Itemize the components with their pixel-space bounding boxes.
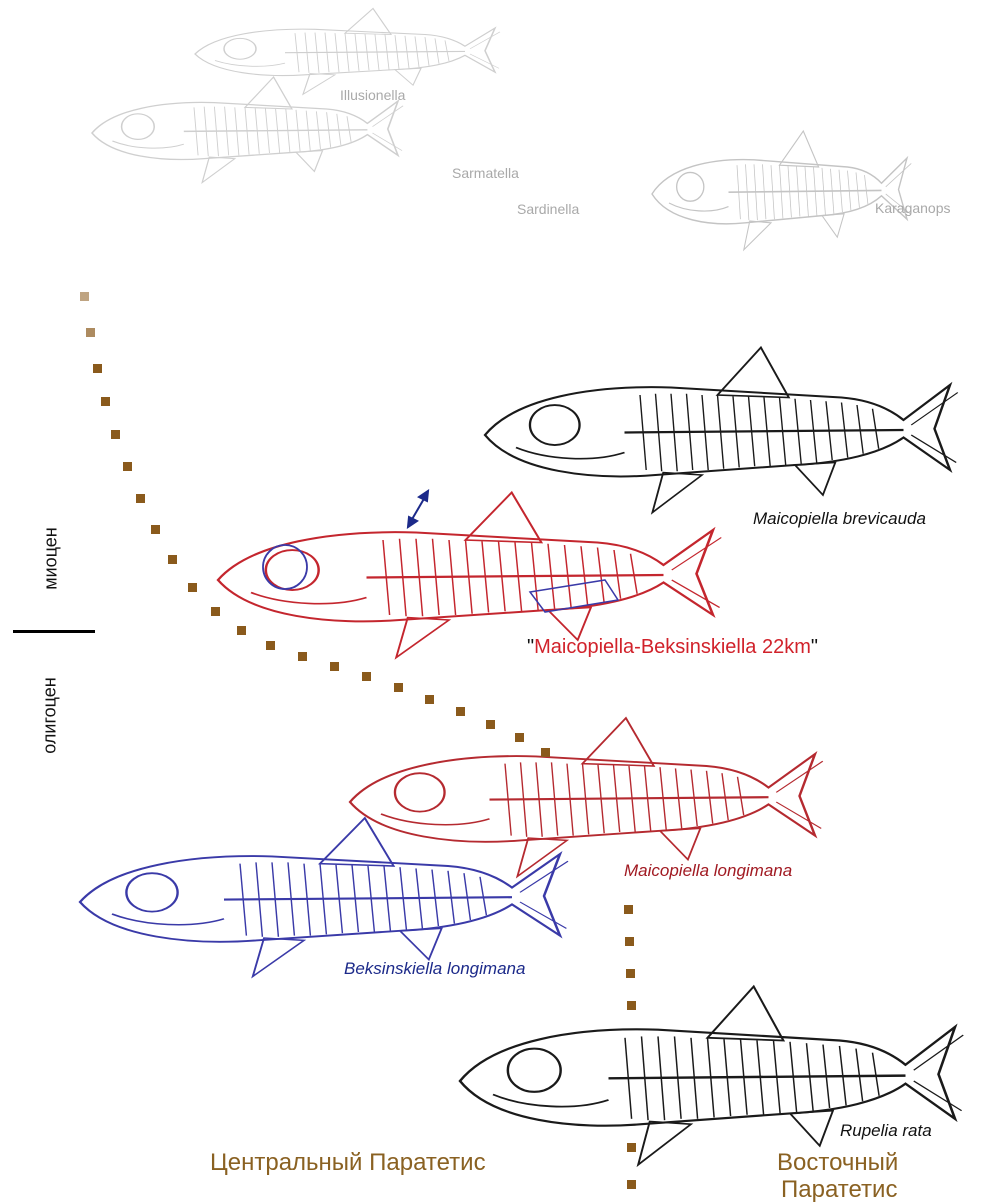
label-eastern-paratethys-line2: Паратетис (781, 1176, 898, 1203)
fish-maicopiella-beksinskiella (216, 491, 723, 659)
epoch-miocene-label: миоцен (40, 527, 61, 590)
label-maicopiella-brevicauda: Maicopiella brevicauda (753, 509, 926, 528)
label-rupelia-rata: Rupelia rata (840, 1121, 932, 1140)
fish-karaganops (651, 130, 913, 251)
label-hybrid-text: Maicopiella-Beksinskiella 22km (534, 636, 811, 658)
label-karaganops: Karaganops (875, 200, 951, 216)
double-arrow-icon (406, 488, 430, 530)
label-illusionella: Illusionella (340, 87, 406, 103)
epoch-boundary-line (13, 630, 95, 633)
hybrid-anal-fin-overlay (528, 579, 620, 613)
label-eastern-paratethys-line1: Восточный (777, 1149, 899, 1176)
label-maicopiella-longimana: Maicopiella longimana (624, 861, 793, 880)
fish-illusionella (194, 7, 501, 96)
hybrid-eye-overlay (262, 544, 308, 590)
label-maicopiella-beksinskiella: "Maicopiella-Beksinskiella 22km" (527, 636, 818, 658)
epoch-oligocene-label: олигоцен (39, 677, 60, 754)
label-central-paratethys: Центральный Паратетис (210, 1149, 486, 1176)
label-sarmatella: Sarmatella (452, 165, 519, 181)
fish-maicopiella-longimana (348, 716, 825, 878)
lineage-dotted-line (80, 292, 636, 1189)
label-sardinella: Sardinella (517, 201, 580, 217)
label-beksinskiella-longimana: Beksinskiella longimana (344, 959, 526, 978)
fish-maicopiella-brevicauda (483, 346, 960, 514)
